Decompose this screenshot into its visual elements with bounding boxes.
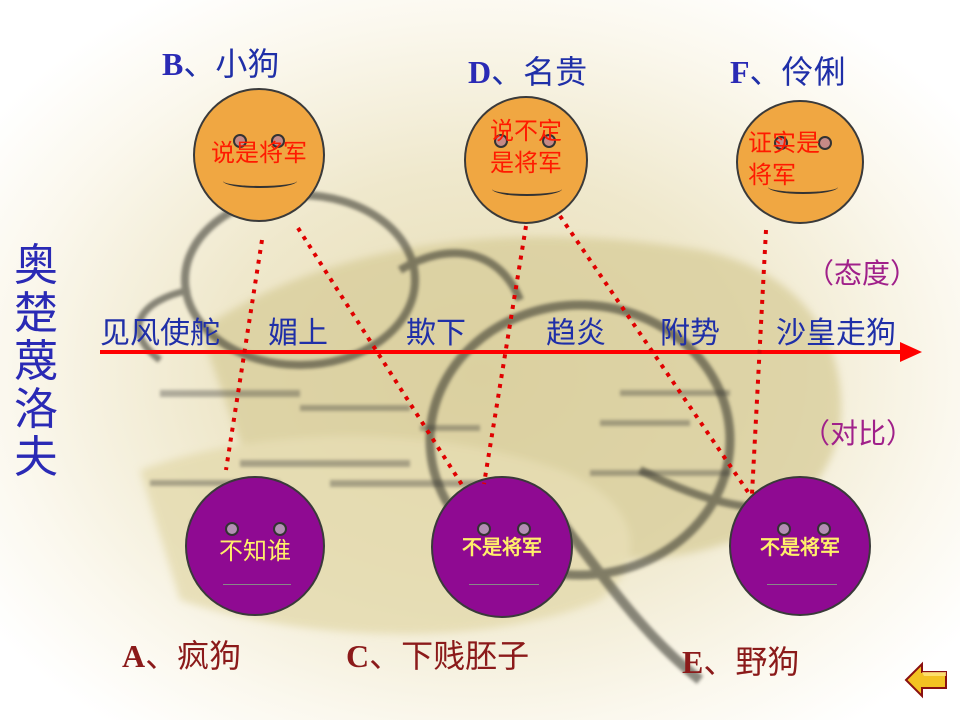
- eye-left: [477, 522, 491, 536]
- face-d: 说不定 是将军: [464, 96, 588, 224]
- face-f-text-1: 证实是: [748, 129, 820, 157]
- face-f: 证实是 将军: [736, 100, 864, 224]
- eye-right: [542, 134, 556, 148]
- label-e: E、野狗: [682, 643, 800, 681]
- eye-left: [225, 522, 239, 536]
- flat-mouth: [767, 584, 837, 585]
- eye-right: [817, 522, 831, 536]
- eye-right: [818, 136, 832, 150]
- flat-mouth: [469, 584, 539, 585]
- connector-b-a: [224, 239, 264, 471]
- scale-word-3: 欺下: [406, 316, 466, 351]
- label-a: A、疯狗: [122, 637, 242, 675]
- eye-left: [233, 134, 247, 148]
- face-d-text-1: 说不定: [490, 117, 562, 145]
- back-arrow-icon[interactable]: [904, 660, 948, 700]
- flat-mouth: [223, 584, 291, 585]
- label-b: B、小狗: [162, 45, 280, 83]
- eye-left: [494, 134, 508, 148]
- scale-word-2: 媚上: [268, 316, 328, 351]
- scale-word-6: 沙皇走狗: [776, 316, 896, 351]
- attitude-note: （态度）: [806, 257, 919, 290]
- eye-right: [271, 134, 285, 148]
- face-e: 不是将军: [729, 476, 871, 616]
- vertical-title: 奥楚蔑洛夫: [14, 240, 58, 483]
- scale-word-1: 见风使舵: [100, 316, 220, 351]
- connector-d-c: [482, 225, 528, 485]
- label-c: C、下贱胚子: [346, 637, 530, 675]
- scale-word-4: 趋炎: [546, 316, 606, 351]
- face-c-text: 不是将军: [462, 535, 542, 559]
- face-c: 不是将军: [431, 476, 573, 618]
- eye-right: [517, 522, 531, 536]
- smile-mouth: [768, 180, 838, 194]
- scale-arrow-head: [900, 342, 922, 362]
- smile-mouth: [492, 182, 562, 196]
- face-a-text: 不知谁: [219, 537, 291, 565]
- eye-left: [777, 522, 791, 536]
- eye-left: [774, 136, 788, 150]
- face-a: 不知谁: [185, 476, 325, 616]
- label-f: F、伶俐: [730, 53, 846, 91]
- label-d: D、名贵: [468, 53, 588, 91]
- contrast-note: （对比）: [802, 417, 915, 450]
- connector-f-e: [750, 229, 768, 495]
- face-d-text-2: 是将军: [490, 149, 562, 177]
- connector-b-c: [296, 226, 466, 490]
- face-b: 说是将军: [193, 88, 325, 222]
- face-e-text: 不是将军: [760, 535, 840, 559]
- smile-mouth: [223, 174, 297, 188]
- eye-right: [273, 522, 287, 536]
- scale-word-5: 附势: [660, 316, 720, 351]
- face-b-text: 说是将军: [211, 139, 307, 167]
